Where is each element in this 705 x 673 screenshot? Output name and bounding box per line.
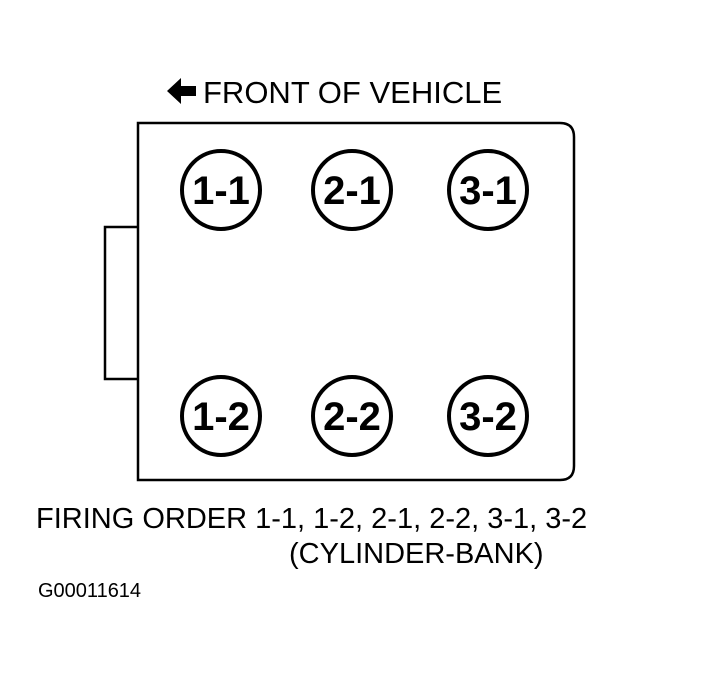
- cylinder-label: 3-2: [459, 395, 517, 439]
- firing-order-text: FIRING ORDER 1-1, 1-2, 2-1, 2-2, 3-1, 3-…: [36, 503, 587, 535]
- engine-block-outline: [136, 121, 576, 482]
- cylinder-circle: [180, 149, 262, 231]
- figure-id: G00011614: [38, 580, 141, 602]
- cylinder-circle: [180, 375, 262, 457]
- cylinder-circle: [311, 149, 393, 231]
- cylinder-label: 1-1: [192, 169, 250, 213]
- cylinder-2-1: 2-1: [311, 149, 393, 231]
- left-arrow-icon: [167, 78, 196, 104]
- engine-side-tab: [103, 225, 138, 381]
- cylinder-label: 3-1: [459, 169, 517, 213]
- cylinder-3-2: 3-2: [447, 375, 529, 457]
- cylinder-bank-note: (CYLINDER-BANK): [289, 538, 544, 570]
- cylinder-label: 2-1: [323, 169, 381, 213]
- cylinder-circle: [447, 149, 529, 231]
- cylinder-circle: [447, 375, 529, 457]
- cylinder-label: 1-2: [192, 395, 250, 439]
- cylinder-2-2: 2-2: [311, 375, 393, 457]
- cylinder-label: 2-2: [323, 395, 381, 439]
- front-of-vehicle-label: FRONT OF VEHICLE: [203, 75, 502, 110]
- cylinder-circle: [311, 375, 393, 457]
- cylinder-1-2: 1-2: [180, 375, 262, 457]
- cylinder-1-1: 1-1: [180, 149, 262, 231]
- cylinder-3-1: 3-1: [447, 149, 529, 231]
